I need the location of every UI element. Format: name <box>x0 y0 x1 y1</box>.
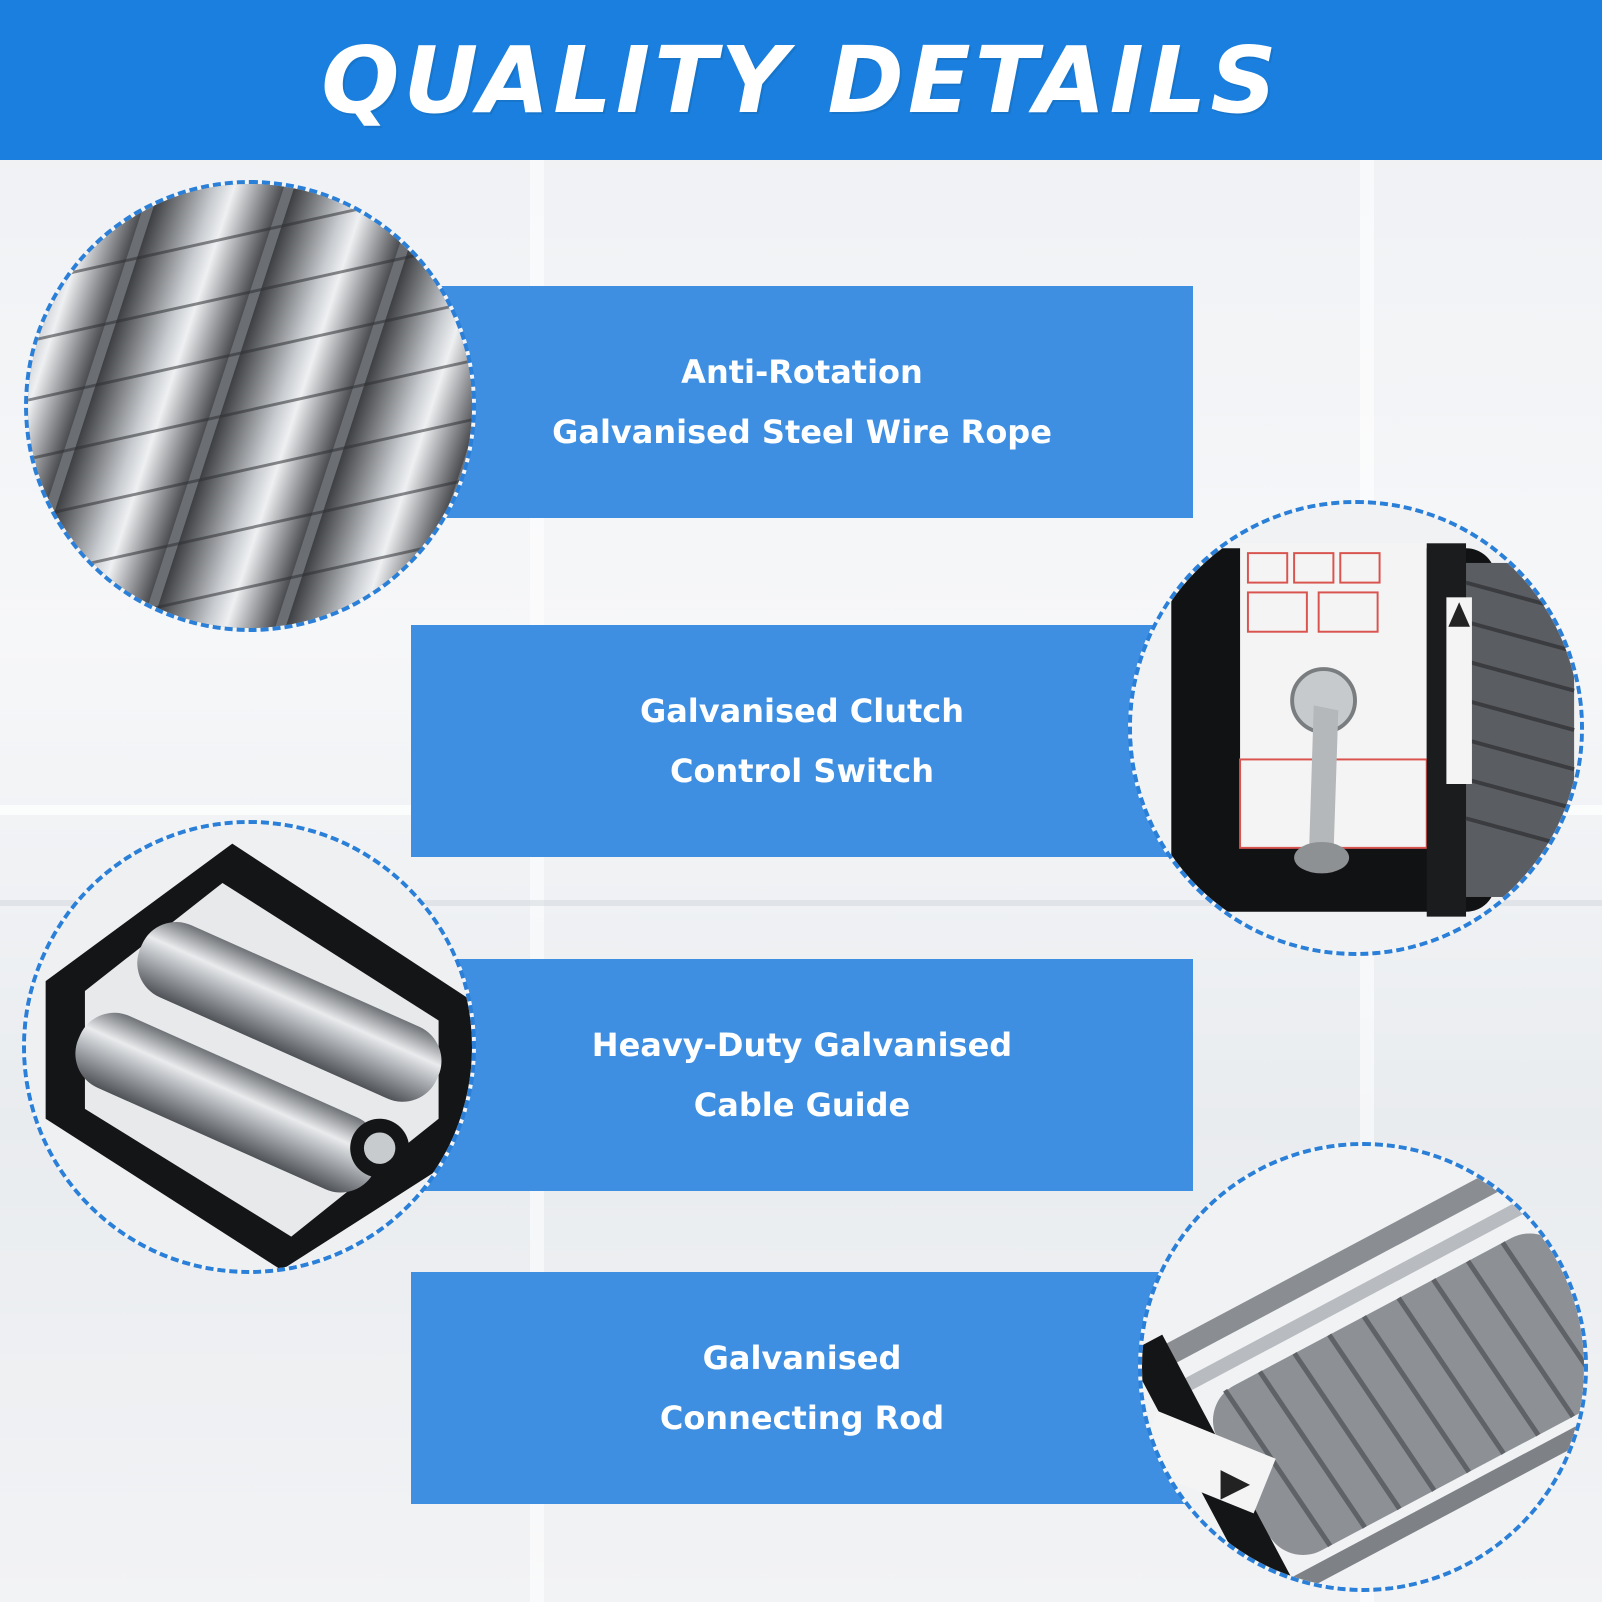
background-frame-shelf-shadow <box>0 900 1602 906</box>
wire-rope-photo <box>24 180 476 632</box>
winch-drum-photo <box>1138 1142 1588 1592</box>
feature-title: Galvanised <box>702 1339 902 1377</box>
feature-subtitle: Control Switch <box>669 752 935 790</box>
header-banner: QUALITY DETAILS <box>0 0 1602 160</box>
feature-subtitle: Galvanised Steel Wire Rope <box>552 413 1052 451</box>
feature-title: Heavy-Duty Galvanised <box>591 1026 1013 1064</box>
feature-box-clutch: Galvanised Clutch Control Switch <box>411 625 1193 857</box>
feature-box-wire-rope: Anti-Rotation Galvanised Steel Wire Rope <box>411 286 1193 518</box>
background-frame-left <box>530 160 544 1602</box>
winch-clutch-photo <box>1128 500 1584 956</box>
roller-fairlead-photo <box>22 820 476 1274</box>
feature-box-connecting-rod: Galvanised Connecting Rod <box>411 1272 1193 1504</box>
feature-subtitle: Cable Guide <box>693 1086 911 1124</box>
feature-title: Anti-Rotation <box>681 353 923 391</box>
feature-box-cable-guide: Heavy-Duty Galvanised Cable Guide <box>411 959 1193 1191</box>
page-title: QUALITY DETAILS <box>321 26 1281 134</box>
feature-subtitle: Connecting Rod <box>659 1399 945 1437</box>
feature-title: Galvanised Clutch <box>639 692 965 730</box>
